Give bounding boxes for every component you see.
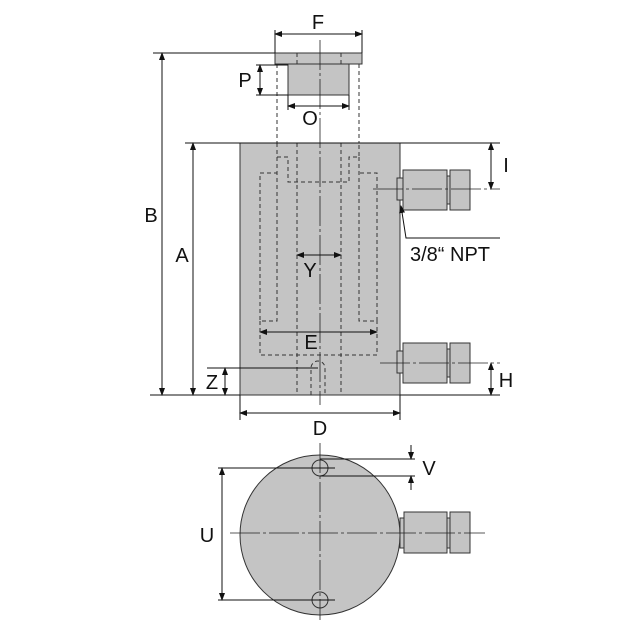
hidden-lines — [259, 143, 378, 395]
saddle — [274, 52, 363, 143]
label-E: E — [304, 332, 317, 354]
upper-fitting — [396, 169, 471, 211]
label-O: O — [302, 108, 318, 130]
label-Y: Y — [303, 260, 316, 282]
label-B: B — [144, 205, 157, 227]
dimension-lines — [150, 30, 500, 420]
label-I: I — [503, 155, 509, 177]
label-V: V — [422, 458, 436, 480]
label-F: F — [312, 12, 324, 34]
label-D: D — [313, 418, 327, 440]
label-A: A — [175, 245, 189, 267]
label-H: H — [499, 370, 513, 392]
label-P: P — [238, 70, 251, 92]
label-Z: Z — [206, 372, 218, 394]
label-U: U — [200, 525, 214, 547]
label-thread: 3/8“ NPT — [410, 244, 490, 266]
bottom-view — [218, 443, 485, 620]
